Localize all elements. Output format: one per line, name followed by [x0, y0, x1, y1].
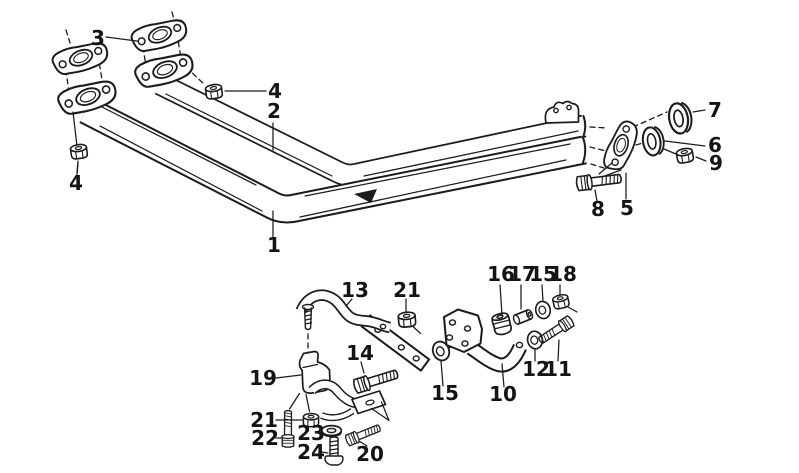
callout-3: 3	[91, 26, 105, 50]
callout-11: 11	[544, 357, 572, 381]
flange-nut-top	[204, 82, 224, 101]
callout-4b: 4	[69, 171, 83, 195]
callout-16: 16	[487, 262, 515, 286]
callout-2: 2	[267, 99, 281, 123]
hanger-bracket-10	[443, 308, 527, 373]
outlet-flange	[600, 117, 642, 175]
callout-15a: 15	[431, 381, 459, 405]
lower-clamp-half	[288, 379, 390, 422]
callout-20: 20	[356, 442, 384, 466]
callout-10: 10	[489, 382, 517, 406]
callout-14: 14	[346, 341, 374, 365]
callout-18: 18	[549, 262, 577, 286]
washer-23	[320, 424, 343, 438]
rear-pipe	[154, 73, 587, 187]
callout-4a: 4	[268, 79, 282, 103]
clamp-strap-13	[295, 289, 392, 334]
washer-15-right	[533, 299, 553, 321]
bolt-14	[351, 365, 401, 395]
sealing-ring-6	[639, 124, 667, 158]
callout-22: 22	[251, 426, 279, 450]
pipe-end-bracket	[544, 100, 580, 124]
callout-12: 12	[522, 357, 550, 381]
washer-12	[525, 329, 545, 351]
callout-15b: 15	[529, 262, 557, 286]
rubber-mount-16	[491, 312, 512, 336]
callout-7: 7	[708, 98, 722, 122]
callout-1: 1	[267, 233, 281, 257]
leader-lines	[76, 36, 707, 454]
manifold-gasket-right	[128, 11, 191, 59]
hex-nut-18	[551, 292, 578, 313]
outlet-group	[574, 100, 695, 193]
spacer-bushing-17	[512, 309, 534, 325]
hex-nut-21-upper	[397, 310, 422, 335]
callout-19: 19	[249, 366, 277, 390]
callout-8: 8	[591, 197, 605, 221]
callout-13: 13	[341, 278, 369, 302]
callout-6: 6	[708, 133, 722, 157]
callout-23: 23	[297, 421, 325, 445]
bolt-24	[324, 436, 344, 466]
clamp-stud	[301, 303, 315, 354]
bolt-22	[281, 409, 295, 448]
callouts: 3 4 2 4 1 7 6 9 8 5 16 17 15 18 13 21 14…	[69, 26, 723, 466]
callout-21b: 21	[250, 408, 278, 432]
callout-24: 24	[297, 440, 325, 464]
callout-21a: 21	[393, 278, 421, 302]
sealing-ring-7	[665, 100, 695, 137]
hex-nut-9	[675, 146, 695, 165]
front-pipe	[79, 97, 587, 224]
callout-17: 17	[508, 262, 536, 286]
callout-9: 9	[709, 151, 723, 175]
callout-5: 5	[620, 196, 634, 220]
